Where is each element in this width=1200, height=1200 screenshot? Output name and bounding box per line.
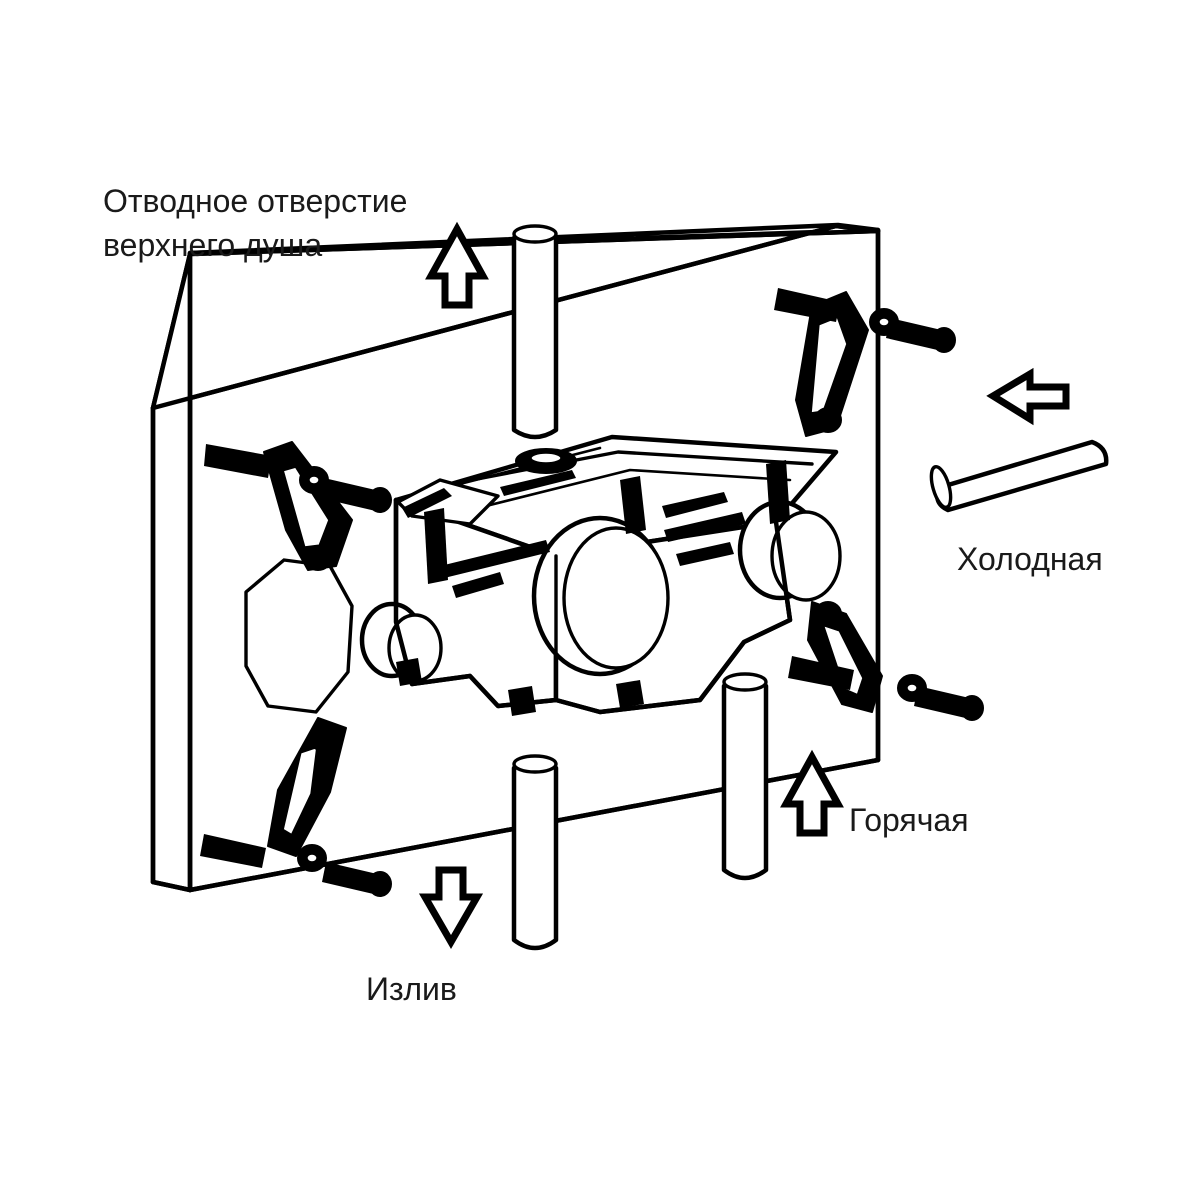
octagon-backplate (244, 558, 354, 714)
bracket-bottom-right (788, 601, 984, 721)
cold-inlet-pipe (929, 439, 1109, 513)
bracket-top-left (204, 441, 392, 571)
cold-inlet-arrow (986, 367, 1070, 426)
bracket-top-right (774, 288, 956, 437)
label-spout: Излив (366, 971, 457, 1007)
hot-inlet-arrow (780, 749, 844, 837)
label-cold: Холодная (957, 541, 1103, 577)
label-overhead-shower-line1: Отводное отверстие (103, 183, 407, 219)
spout-outlet-arrow (418, 866, 484, 949)
overhead-shower-arrow (425, 221, 489, 309)
label-hot: Горячая (849, 802, 969, 838)
hot-inlet-pipe (721, 672, 769, 881)
label-overhead-shower-line2: верхнего душа (103, 227, 322, 263)
valve-body (359, 434, 842, 716)
spout-pipe (511, 754, 559, 951)
overhead-shower-pipe (511, 224, 559, 440)
bracket-bottom-left (200, 717, 392, 897)
